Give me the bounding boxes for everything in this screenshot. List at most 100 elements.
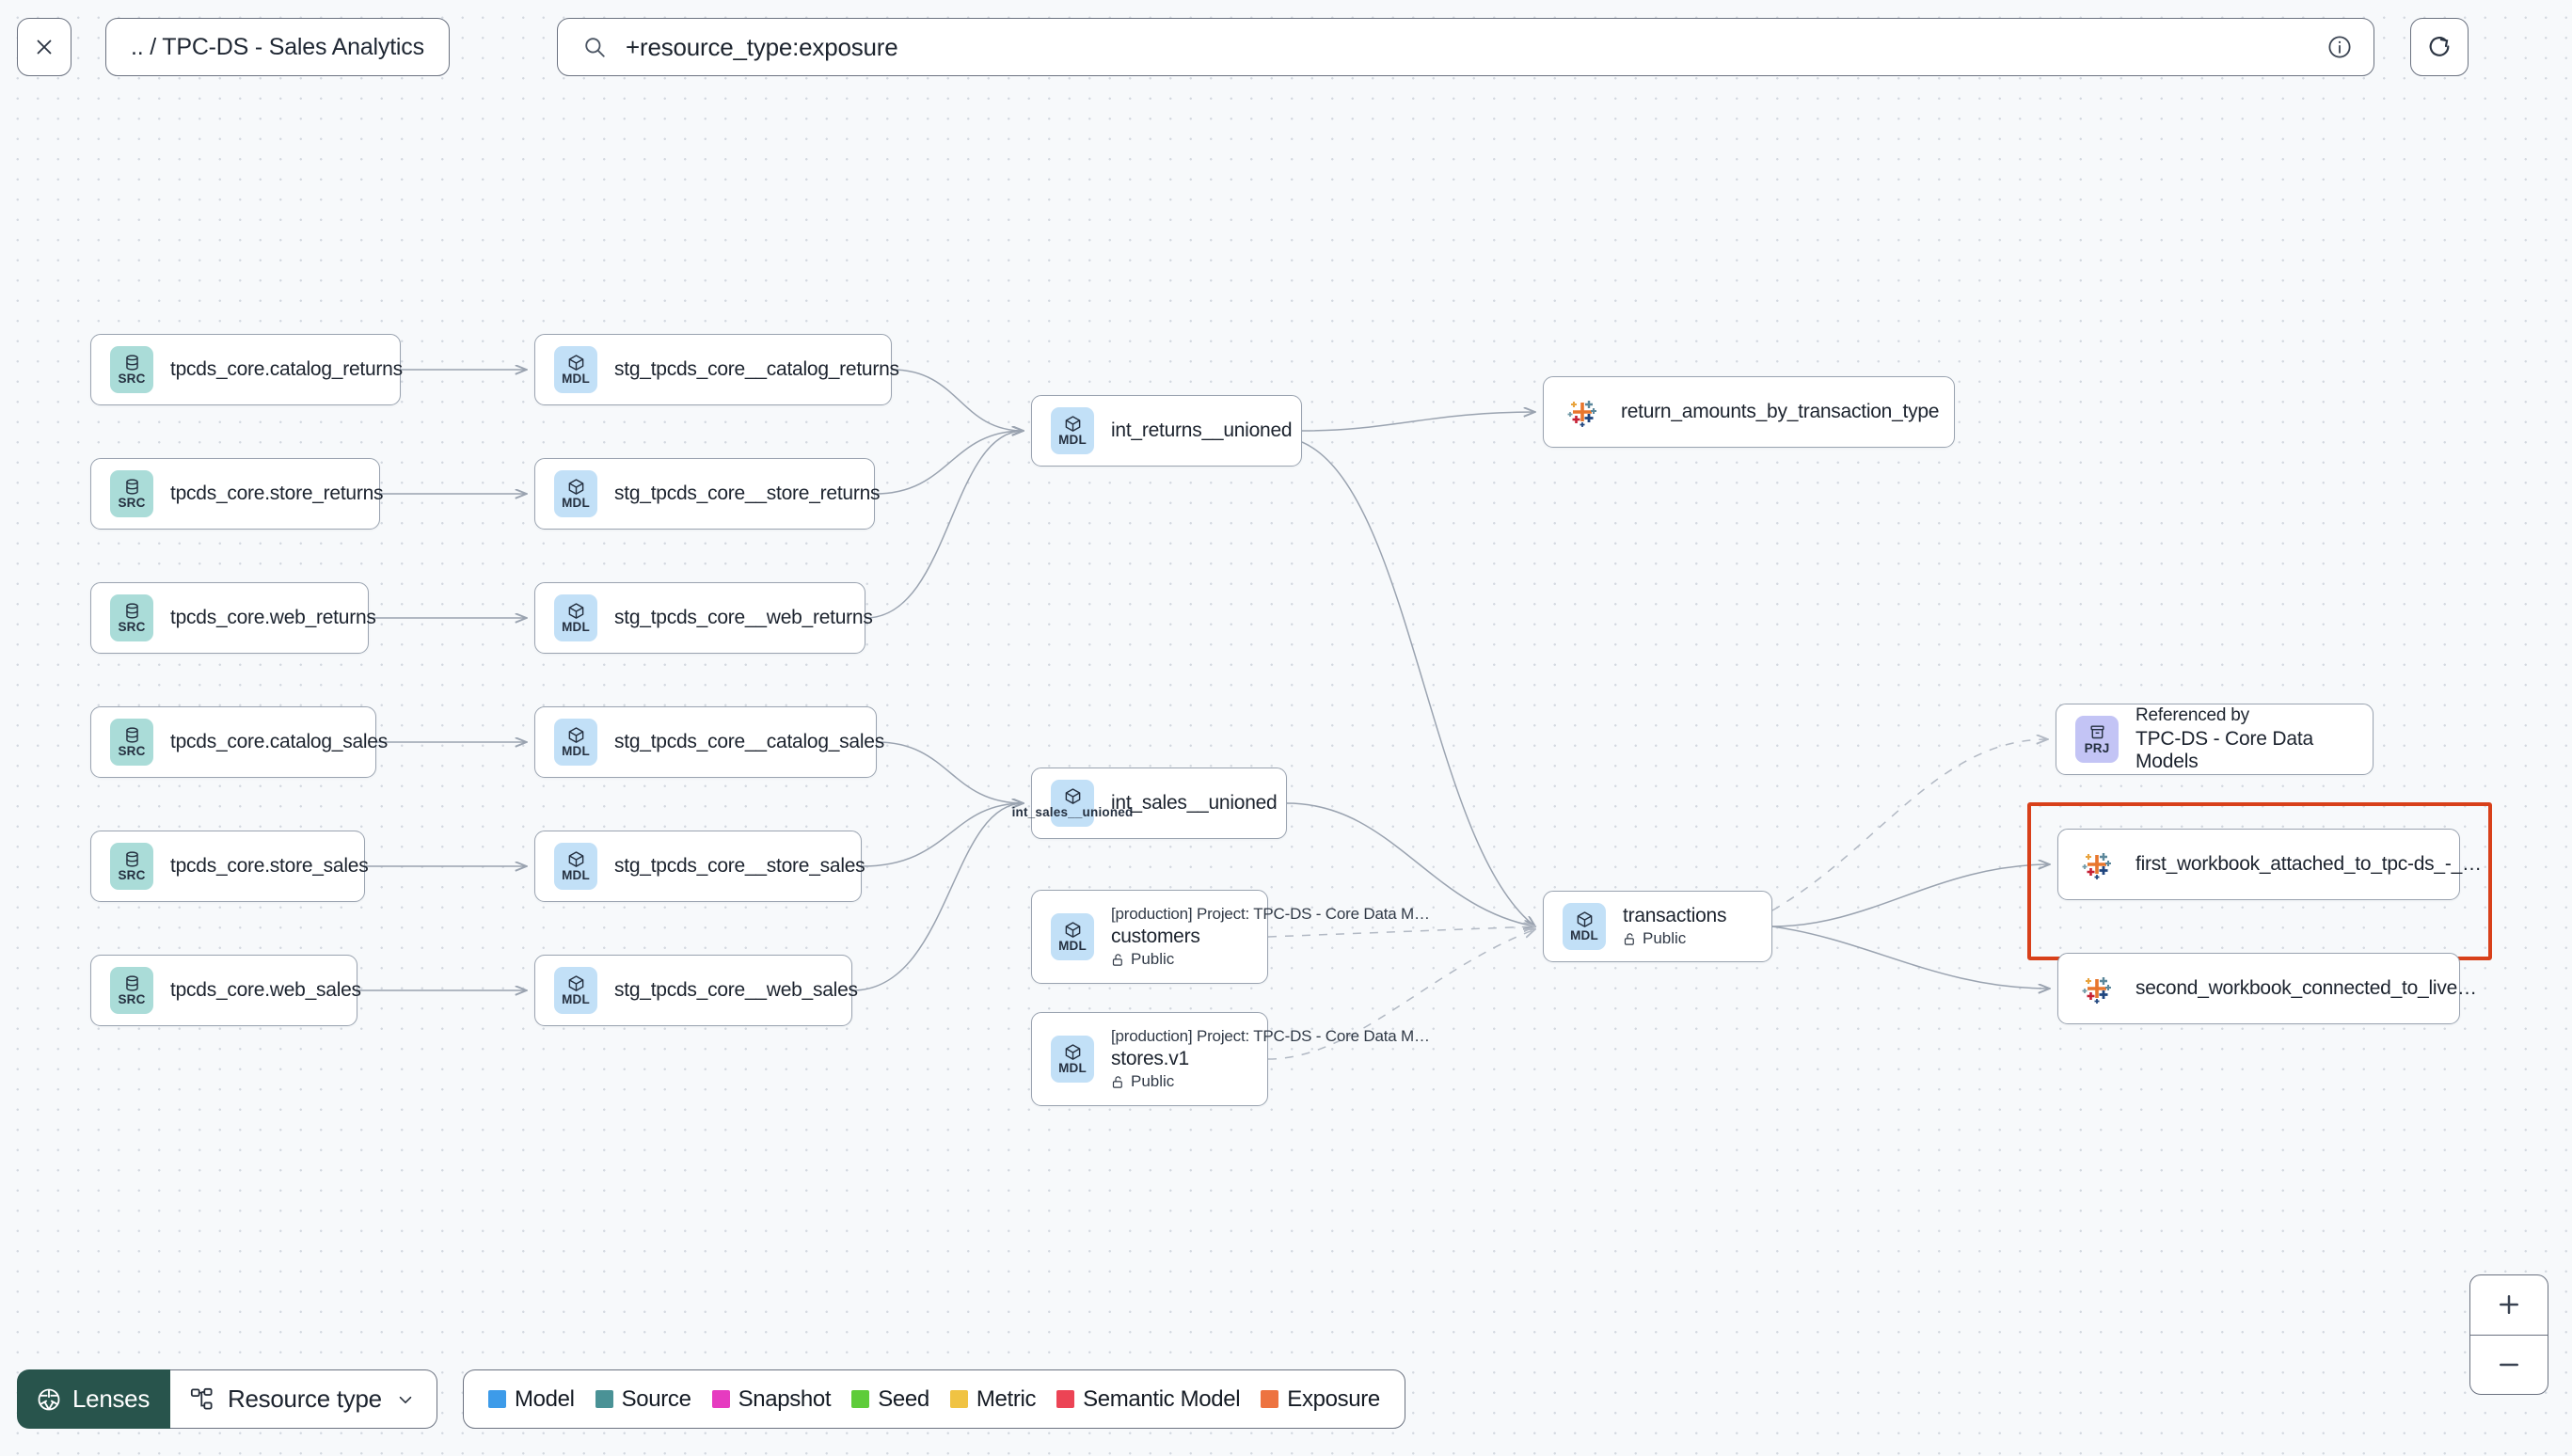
graph-node-source-store-sales[interactable]: SRC tpcds_core.store_sales [90, 831, 369, 902]
legend-label: Source [621, 1385, 691, 1412]
model-badge: MDL [554, 719, 597, 766]
node-title: stg_tpcds_core__catalog_returns [614, 358, 899, 380]
model-badge: MDL [554, 470, 597, 517]
model-badge-code: MDL [1058, 433, 1087, 448]
graph-node-model-transactions[interactable]: MDL transactions Public [1543, 891, 1772, 962]
node-privacy-label: Public [1643, 929, 1687, 947]
top-toolbar: .. / TPC-DS - Sales Analytics +resource_… [0, 0, 2572, 111]
aperture-icon [36, 1386, 62, 1413]
project-badge: PRJ [2075, 716, 2119, 763]
database-icon [123, 726, 141, 744]
source-badge-code: SRC [118, 744, 146, 759]
cube-icon [1064, 921, 1082, 939]
legend-item-exposure[interactable]: Exposure [1261, 1386, 1380, 1413]
cube-icon [1576, 910, 1594, 928]
unlock-icon [1111, 1075, 1125, 1089]
project-badge-code: PRJ [2084, 741, 2110, 756]
graph-node-model-stores-v1[interactable]: MDL [production] Project: TPC-DS - Core … [1031, 1012, 1431, 1106]
graph-node-project-referenced-by[interactable]: PRJ Referenced by TPC-DS - Core Data Mod… [2056, 704, 2374, 775]
graph-node-model-int-sales-unioned[interactable]: int_sales__unioned int_sales__unioned [1012, 768, 1287, 839]
legend-swatch [949, 1390, 968, 1408]
refresh-button[interactable] [2410, 18, 2469, 76]
legend-swatch [488, 1390, 506, 1408]
model-badge-code: MDL [562, 992, 590, 1007]
graph-node-source-store-returns[interactable]: SRC tpcds_core.store_returns [90, 458, 384, 530]
legend-swatch [595, 1390, 613, 1408]
unlock-icon [1623, 932, 1637, 946]
node-title: stg_tpcds_core__web_returns [614, 607, 873, 628]
model-badge: MDL [554, 346, 597, 393]
model-badge: MDL [1051, 1036, 1094, 1083]
zoom-in-button[interactable] [2470, 1275, 2548, 1336]
graph-node-exposure-return-amounts[interactable]: return_amounts_by_transaction_type [1543, 376, 1955, 448]
tableau-icon [2079, 970, 2117, 1007]
resource-type-dropdown[interactable]: Resource type [170, 1369, 437, 1429]
breadcrumb[interactable]: .. / TPC-DS - Sales Analytics [105, 18, 450, 76]
cube-icon [567, 478, 585, 496]
node-privacy: Public [1111, 1072, 1431, 1091]
model-badge-code: MDL [562, 868, 590, 883]
graph-node-model-int-returns-unioned[interactable]: MDL int_returns__unioned [1031, 395, 1302, 467]
node-title: int_sales__unioned [1011, 805, 1134, 820]
node-title: stores.v1 [1111, 1048, 1189, 1069]
model-badge: MDL [554, 967, 597, 1014]
graph-node-source-catalog-returns[interactable]: SRC tpcds_core.catalog_returns [90, 334, 403, 405]
resource-type-legend: Model Source Snapshot Seed Metric Semant… [463, 1369, 1405, 1429]
graph-node-exposure-first-workbook[interactable]: first_workbook_attached_to_tpc-ds_-_… [2057, 829, 2482, 900]
node-title: int_returns__unioned [1111, 419, 1293, 441]
node-title: tpcds_core.catalog_returns [170, 358, 403, 380]
source-badge-code: SRC [118, 868, 146, 883]
model-badge-code: MDL [562, 744, 590, 759]
legend-item-source[interactable]: Source [595, 1386, 691, 1413]
zoom-controls[interactable] [2469, 1274, 2548, 1395]
cube-icon [1064, 787, 1082, 805]
graph-node-model-stg-store-returns[interactable]: MDL stg_tpcds_core__store_returns [534, 458, 881, 530]
graph-node-source-web-sales[interactable]: SRC tpcds_core.web_sales [90, 955, 361, 1026]
node-title: stg_tpcds_core__store_returns [614, 483, 881, 504]
legend-item-metric[interactable]: Metric [949, 1386, 1036, 1413]
node-title: stg_tpcds_core__web_sales [614, 979, 858, 1001]
node-title: customers [1111, 926, 1200, 947]
node-privacy: Public [1111, 950, 1431, 969]
model-badge-code: MDL [1058, 939, 1087, 954]
search-input[interactable]: +resource_type:exposure [557, 18, 2374, 76]
legend-item-semantic-model[interactable]: Semantic Model [1056, 1386, 1241, 1413]
graph-node-source-catalog-sales[interactable]: SRC tpcds_core.catalog_sales [90, 706, 388, 778]
legend-item-seed[interactable]: Seed [851, 1386, 929, 1413]
legend-swatch [1261, 1390, 1279, 1408]
legend-label: Model [515, 1385, 575, 1412]
model-badge: int_sales__unioned [1012, 780, 1133, 827]
graph-node-model-stg-store-sales[interactable]: MDL stg_tpcds_core__store_sales [534, 831, 865, 902]
node-privacy: Public [1623, 929, 1726, 948]
source-badge: SRC [110, 843, 153, 890]
node-title: stg_tpcds_core__store_sales [614, 855, 865, 877]
unlock-icon [1111, 953, 1125, 967]
graph-node-model-stg-catalog-sales[interactable]: MDL stg_tpcds_core__catalog_sales [534, 706, 884, 778]
graph-node-model-stg-catalog-returns[interactable]: MDL stg_tpcds_core__catalog_returns [534, 334, 899, 405]
info-circle-icon[interactable] [2326, 34, 2353, 60]
model-badge: MDL [1051, 407, 1094, 454]
tableau-icon [1564, 393, 1602, 431]
graph-node-model-customers[interactable]: MDL [production] Project: TPC-DS - Core … [1031, 890, 1431, 984]
legend-label: Exposure [1287, 1385, 1380, 1412]
node-title: tpcds_core.web_returns [170, 607, 376, 628]
graph-node-source-web-returns[interactable]: SRC tpcds_core.web_returns [90, 582, 376, 654]
legend-item-snapshot[interactable]: Snapshot [711, 1386, 832, 1413]
model-badge: MDL [1051, 913, 1094, 960]
lenses-button[interactable]: Lenses [17, 1369, 171, 1429]
legend-label: Seed [878, 1385, 929, 1412]
zoom-out-button[interactable] [2470, 1336, 2548, 1395]
plus-icon [2500, 1295, 2518, 1315]
close-button[interactable] [17, 18, 71, 76]
cube-icon [567, 850, 585, 868]
source-badge-code: SRC [118, 620, 146, 635]
legend-item-model[interactable]: Model [488, 1386, 575, 1413]
node-title: tpcds_core.store_returns [170, 483, 384, 504]
graph-node-exposure-second-workbook[interactable]: second_workbook_connected_to_live… [2057, 953, 2477, 1024]
close-icon [33, 36, 56, 58]
database-icon [123, 850, 141, 868]
chevron-down-icon [395, 1389, 416, 1410]
graph-node-model-stg-web-sales[interactable]: MDL stg_tpcds_core__web_sales [534, 955, 858, 1026]
graph-node-model-stg-web-returns[interactable]: MDL stg_tpcds_core__web_returns [534, 582, 873, 654]
